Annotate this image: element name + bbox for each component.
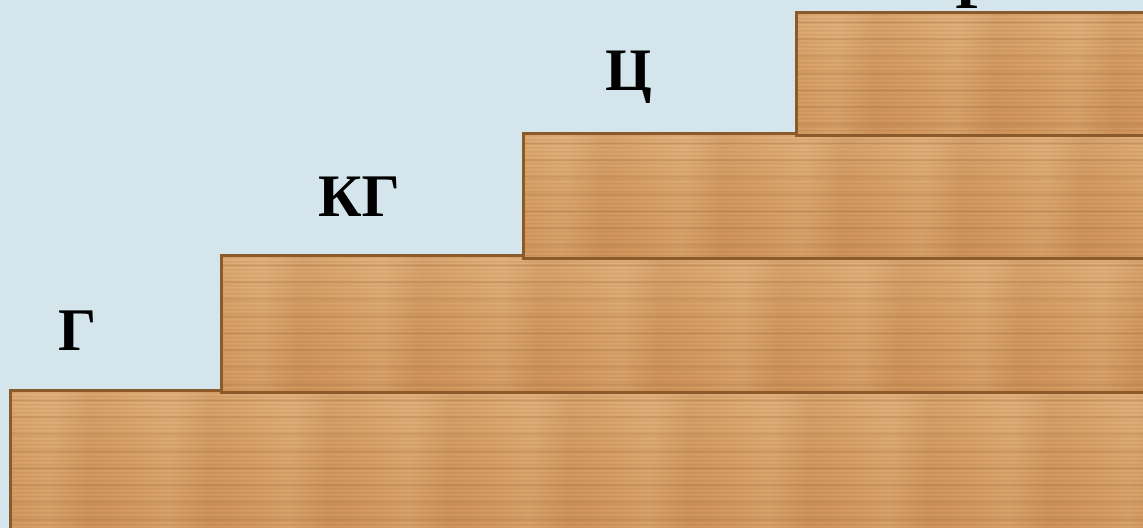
step-label-2: КГ bbox=[318, 166, 400, 226]
step-label-4: Р bbox=[955, 0, 992, 18]
step-label-3: Ц bbox=[605, 40, 652, 100]
step-label-1: Г bbox=[58, 300, 96, 360]
stair-step-2 bbox=[220, 254, 1143, 394]
stair-step-3 bbox=[522, 132, 1143, 260]
stair-step-1 bbox=[9, 389, 1143, 528]
stair-step-4 bbox=[795, 11, 1143, 137]
